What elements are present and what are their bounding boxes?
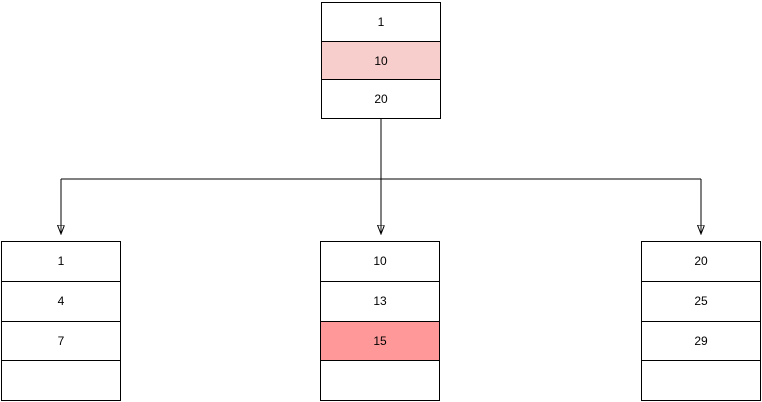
right-child-node: 20 25 29 (641, 241, 761, 401)
node-cell: 10 (373, 254, 387, 269)
node-cell-empty (321, 360, 439, 400)
node-cell-highlighted: 10 (322, 40, 440, 80)
node-cell-highlighted: 15 (321, 320, 439, 361)
node-cell: 13 (321, 280, 439, 321)
node-cell: 20 (322, 79, 440, 118)
middle-child-node: 10 13 15 (320, 241, 440, 401)
root-node: 1 10 20 (321, 2, 441, 119)
node-cell: 7 (2, 320, 120, 361)
node-cell-empty (642, 360, 760, 400)
node-cell: 29 (642, 320, 760, 361)
node-cell: 20 (694, 254, 708, 269)
node-cell: 25 (642, 280, 760, 321)
left-child-node: 1 4 7 (1, 241, 121, 401)
node-cell: 1 (377, 14, 385, 29)
node-cell: 1 (57, 254, 65, 269)
node-cell-empty (2, 360, 120, 400)
node-cell: 4 (2, 280, 120, 321)
